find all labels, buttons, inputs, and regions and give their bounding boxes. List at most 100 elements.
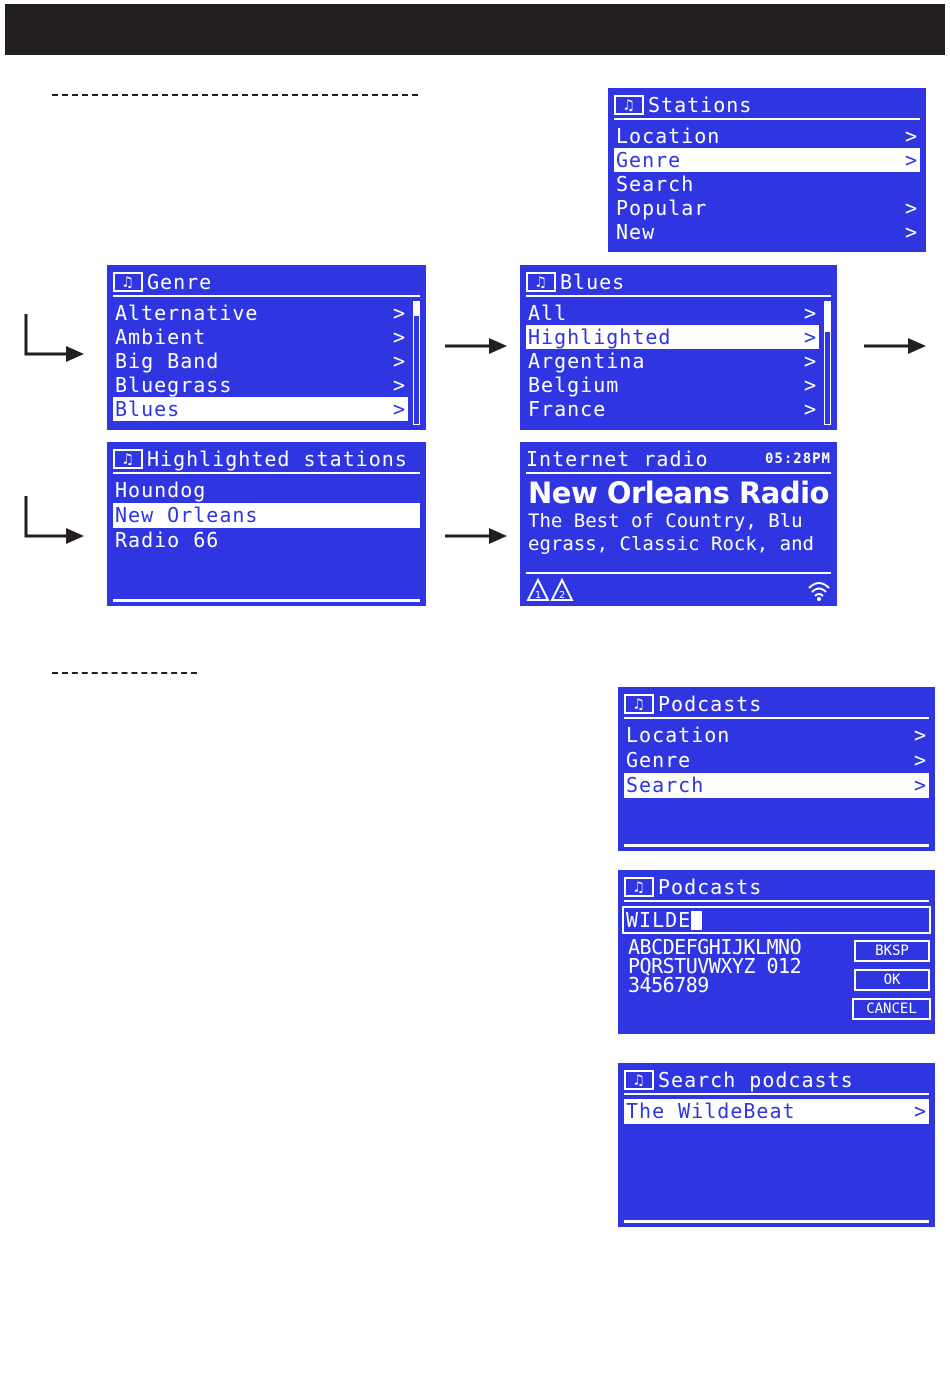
screen-baseline (113, 599, 420, 602)
menu-item-location[interactable]: Location> (616, 124, 918, 148)
menu-item-location[interactable]: Location> (626, 723, 927, 747)
menu-item-highlighted[interactable]: Highlighted> (526, 325, 819, 349)
screen-header: ♫ Stations (614, 92, 920, 120)
screen-header: ♫ Blues (526, 269, 831, 297)
character-grid[interactable]: ABCDEFGHIJKLMNO PQRSTUVWXYZ 012 3456789 (628, 935, 802, 997)
screen-header: Internet radio 05:28PM (526, 446, 831, 474)
search-input[interactable]: WILDE (622, 906, 931, 934)
chevron-right-icon: > (904, 220, 918, 244)
menu-item-new-orleans[interactable]: New Orleans (113, 503, 420, 528)
bent-arrow-icon (24, 314, 84, 362)
station-name: New Orleans Radio (528, 476, 829, 510)
chevron-right-icon: > (803, 301, 817, 325)
description-line: egrass, Classic Rock, and (528, 533, 814, 555)
backspace-button[interactable]: BKSP (854, 940, 930, 962)
cancel-button[interactable]: CANCEL (852, 998, 931, 1020)
header-bar (5, 4, 945, 55)
podcasts-screen: ♫ Podcasts Location> Genre> Search> (618, 687, 935, 851)
podcast-search-screen: ♫ Podcasts WILDE ABCDEFGHIJKLMNO PQRSTUV… (618, 870, 935, 1034)
chevron-right-icon: > (392, 325, 406, 349)
chevron-right-icon: > (913, 723, 927, 747)
menu-list: Houndog New Orleans Radio 66 (113, 478, 420, 553)
screen-header: ♫ Genre (113, 269, 420, 297)
screen-baseline (624, 844, 929, 847)
menu-list: Location> Genre> Search Popular> New> (614, 124, 920, 244)
menu-item-big-band[interactable]: Big Band> (115, 349, 406, 373)
music-note-icon: ♫ (614, 95, 644, 115)
menu-item-bluegrass[interactable]: Bluegrass> (115, 373, 406, 397)
chevron-right-icon: > (904, 148, 918, 172)
svg-text:2: 2 (559, 590, 565, 601)
chevron-right-icon: > (803, 325, 817, 349)
menu-item-search[interactable]: Search (616, 172, 695, 196)
scrollbar-thumb[interactable] (414, 302, 419, 316)
scrollbar[interactable] (824, 301, 831, 425)
chevron-right-icon: > (392, 349, 406, 373)
svg-text:1: 1 (535, 590, 541, 601)
chevron-right-icon: > (913, 1099, 927, 1123)
menu-list: All> Highlighted> Argentina> Belgium> Fr… (526, 301, 819, 421)
wifi-signal-icon (808, 582, 830, 601)
stations-screen: ♫ Stations Location> Genre> Search Popul… (608, 88, 926, 252)
search-results-screen: ♫ Search podcasts The WildeBeat> (618, 1063, 935, 1227)
section-divider (52, 672, 197, 674)
music-note-icon: ♫ (624, 1070, 654, 1090)
now-playing-screen: Internet radio 05:28PM New Orleans Radio… (520, 442, 837, 606)
menu-item-argentina[interactable]: Argentina> (528, 349, 817, 373)
menu-item-radio-66[interactable]: Radio 66 (115, 528, 220, 552)
character-row[interactable]: PQRSTUVWXYZ 012 (628, 954, 802, 978)
music-note-icon: ♫ (624, 694, 654, 714)
text-cursor (691, 911, 703, 930)
screen-baseline (624, 1220, 929, 1223)
menu-item-all[interactable]: All> (528, 301, 817, 325)
menu-item-houndog[interactable]: Houndog (115, 478, 207, 502)
music-note-icon: ♫ (113, 272, 143, 292)
screen-header: ♫ Podcasts (624, 874, 929, 902)
description-line: The Best of Country, Blu (528, 510, 803, 532)
menu-item-france[interactable]: France> (528, 397, 817, 421)
menu-item-search[interactable]: Search> (624, 773, 929, 798)
menu-list: Location> Genre> Search> (624, 723, 929, 798)
scrollbar-thumb[interactable] (825, 302, 830, 332)
menu-item-the-wildebeat[interactable]: The WildeBeat> (624, 1099, 929, 1124)
chevron-right-icon: > (904, 124, 918, 148)
blues-screen: ♫ Blues All> Highlighted> Argentina> Bel… (520, 265, 837, 430)
menu-item-genre[interactable]: Genre> (614, 148, 920, 172)
chevron-right-icon: > (392, 397, 406, 421)
chevron-right-icon: > (803, 349, 817, 373)
character-row[interactable]: ABCDEFGHIJKLMNO (628, 935, 802, 959)
menu-item-genre[interactable]: Genre> (626, 748, 927, 772)
status-divider (526, 572, 831, 574)
search-query: WILDE (626, 908, 692, 932)
ok-button[interactable]: OK (854, 969, 930, 991)
menu-item-belgium[interactable]: Belgium> (528, 373, 817, 397)
screen-title: Blues (560, 270, 626, 294)
screen-title: Stations (648, 93, 753, 117)
bent-arrow-icon (24, 496, 84, 544)
chevron-right-icon: > (392, 301, 406, 325)
menu-item-blues[interactable]: Blues> (113, 397, 408, 421)
music-note-icon: ♫ (624, 877, 654, 897)
arrow-right-icon (445, 338, 507, 354)
screen-title: Podcasts (658, 692, 763, 716)
arrow-right-icon (445, 528, 507, 544)
character-row[interactable]: 3456789 (628, 973, 709, 997)
menu-item-new[interactable]: New> (616, 220, 918, 244)
scrollbar[interactable] (413, 301, 420, 425)
genre-screen: ♫ Genre Alternative> Ambient> Big Band> … (107, 265, 426, 430)
menu-item-ambient[interactable]: Ambient> (115, 325, 406, 349)
screen-title: Search podcasts (658, 1068, 854, 1092)
screen-header: ♫ Highlighted stations (113, 446, 420, 474)
screen-title: Podcasts (658, 875, 763, 899)
chevron-right-icon: > (904, 196, 918, 220)
screen-title: Highlighted stations (147, 447, 408, 471)
menu-list: Alternative> Ambient> Big Band> Bluegras… (113, 301, 408, 421)
highlighted-stations-screen: ♫ Highlighted stations Houndog New Orlea… (107, 442, 426, 606)
preset-icon: 1 2 (526, 578, 574, 601)
clock: 05:28PM (764, 451, 831, 467)
menu-item-alternative[interactable]: Alternative> (115, 301, 406, 325)
station-description: The Best of Country, Blu egrass, Classic… (528, 510, 814, 556)
arrow-right-icon (864, 338, 926, 354)
menu-item-popular[interactable]: Popular> (616, 196, 918, 220)
screen-header: ♫ Podcasts (624, 691, 929, 719)
